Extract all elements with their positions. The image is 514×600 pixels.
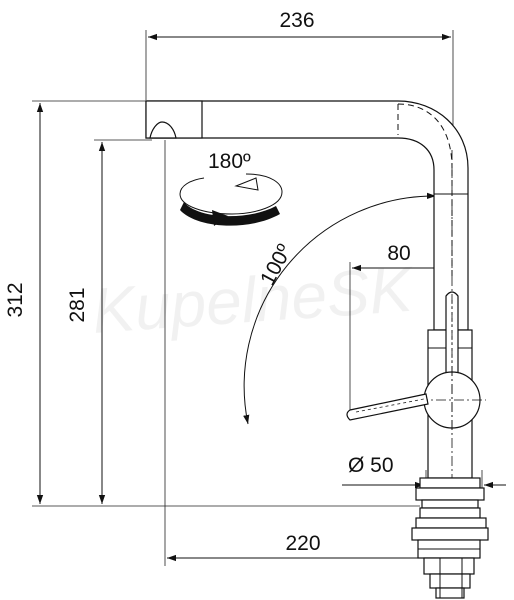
watermark-text: KupelneSK <box>90 253 418 347</box>
dimension-label-diameter: Ø 50 <box>348 454 394 477</box>
swivel-rotation-symbol: 180º <box>179 150 283 226</box>
dimension-label-220: 220 <box>285 532 320 555</box>
faucet-body <box>346 150 486 598</box>
dimension-width-top: 236 <box>145 9 454 180</box>
faucet-spout <box>145 100 469 331</box>
dimension-label-236: 236 <box>279 9 314 32</box>
dimension-reach: 220 <box>164 140 451 566</box>
supply-hose-connector <box>435 587 465 599</box>
angle-label-180: 180º <box>208 150 251 173</box>
dimension-label-312: 312 <box>4 282 27 317</box>
dimension-label-80: 80 <box>387 242 410 265</box>
dimension-label-281: 281 <box>66 287 89 322</box>
spray-nozzle <box>149 121 177 139</box>
faucet-base <box>411 477 489 599</box>
dimension-height-spout: 281 <box>66 139 152 504</box>
lever-swung <box>346 393 429 421</box>
dimension-height-total: 312 <box>4 100 420 507</box>
